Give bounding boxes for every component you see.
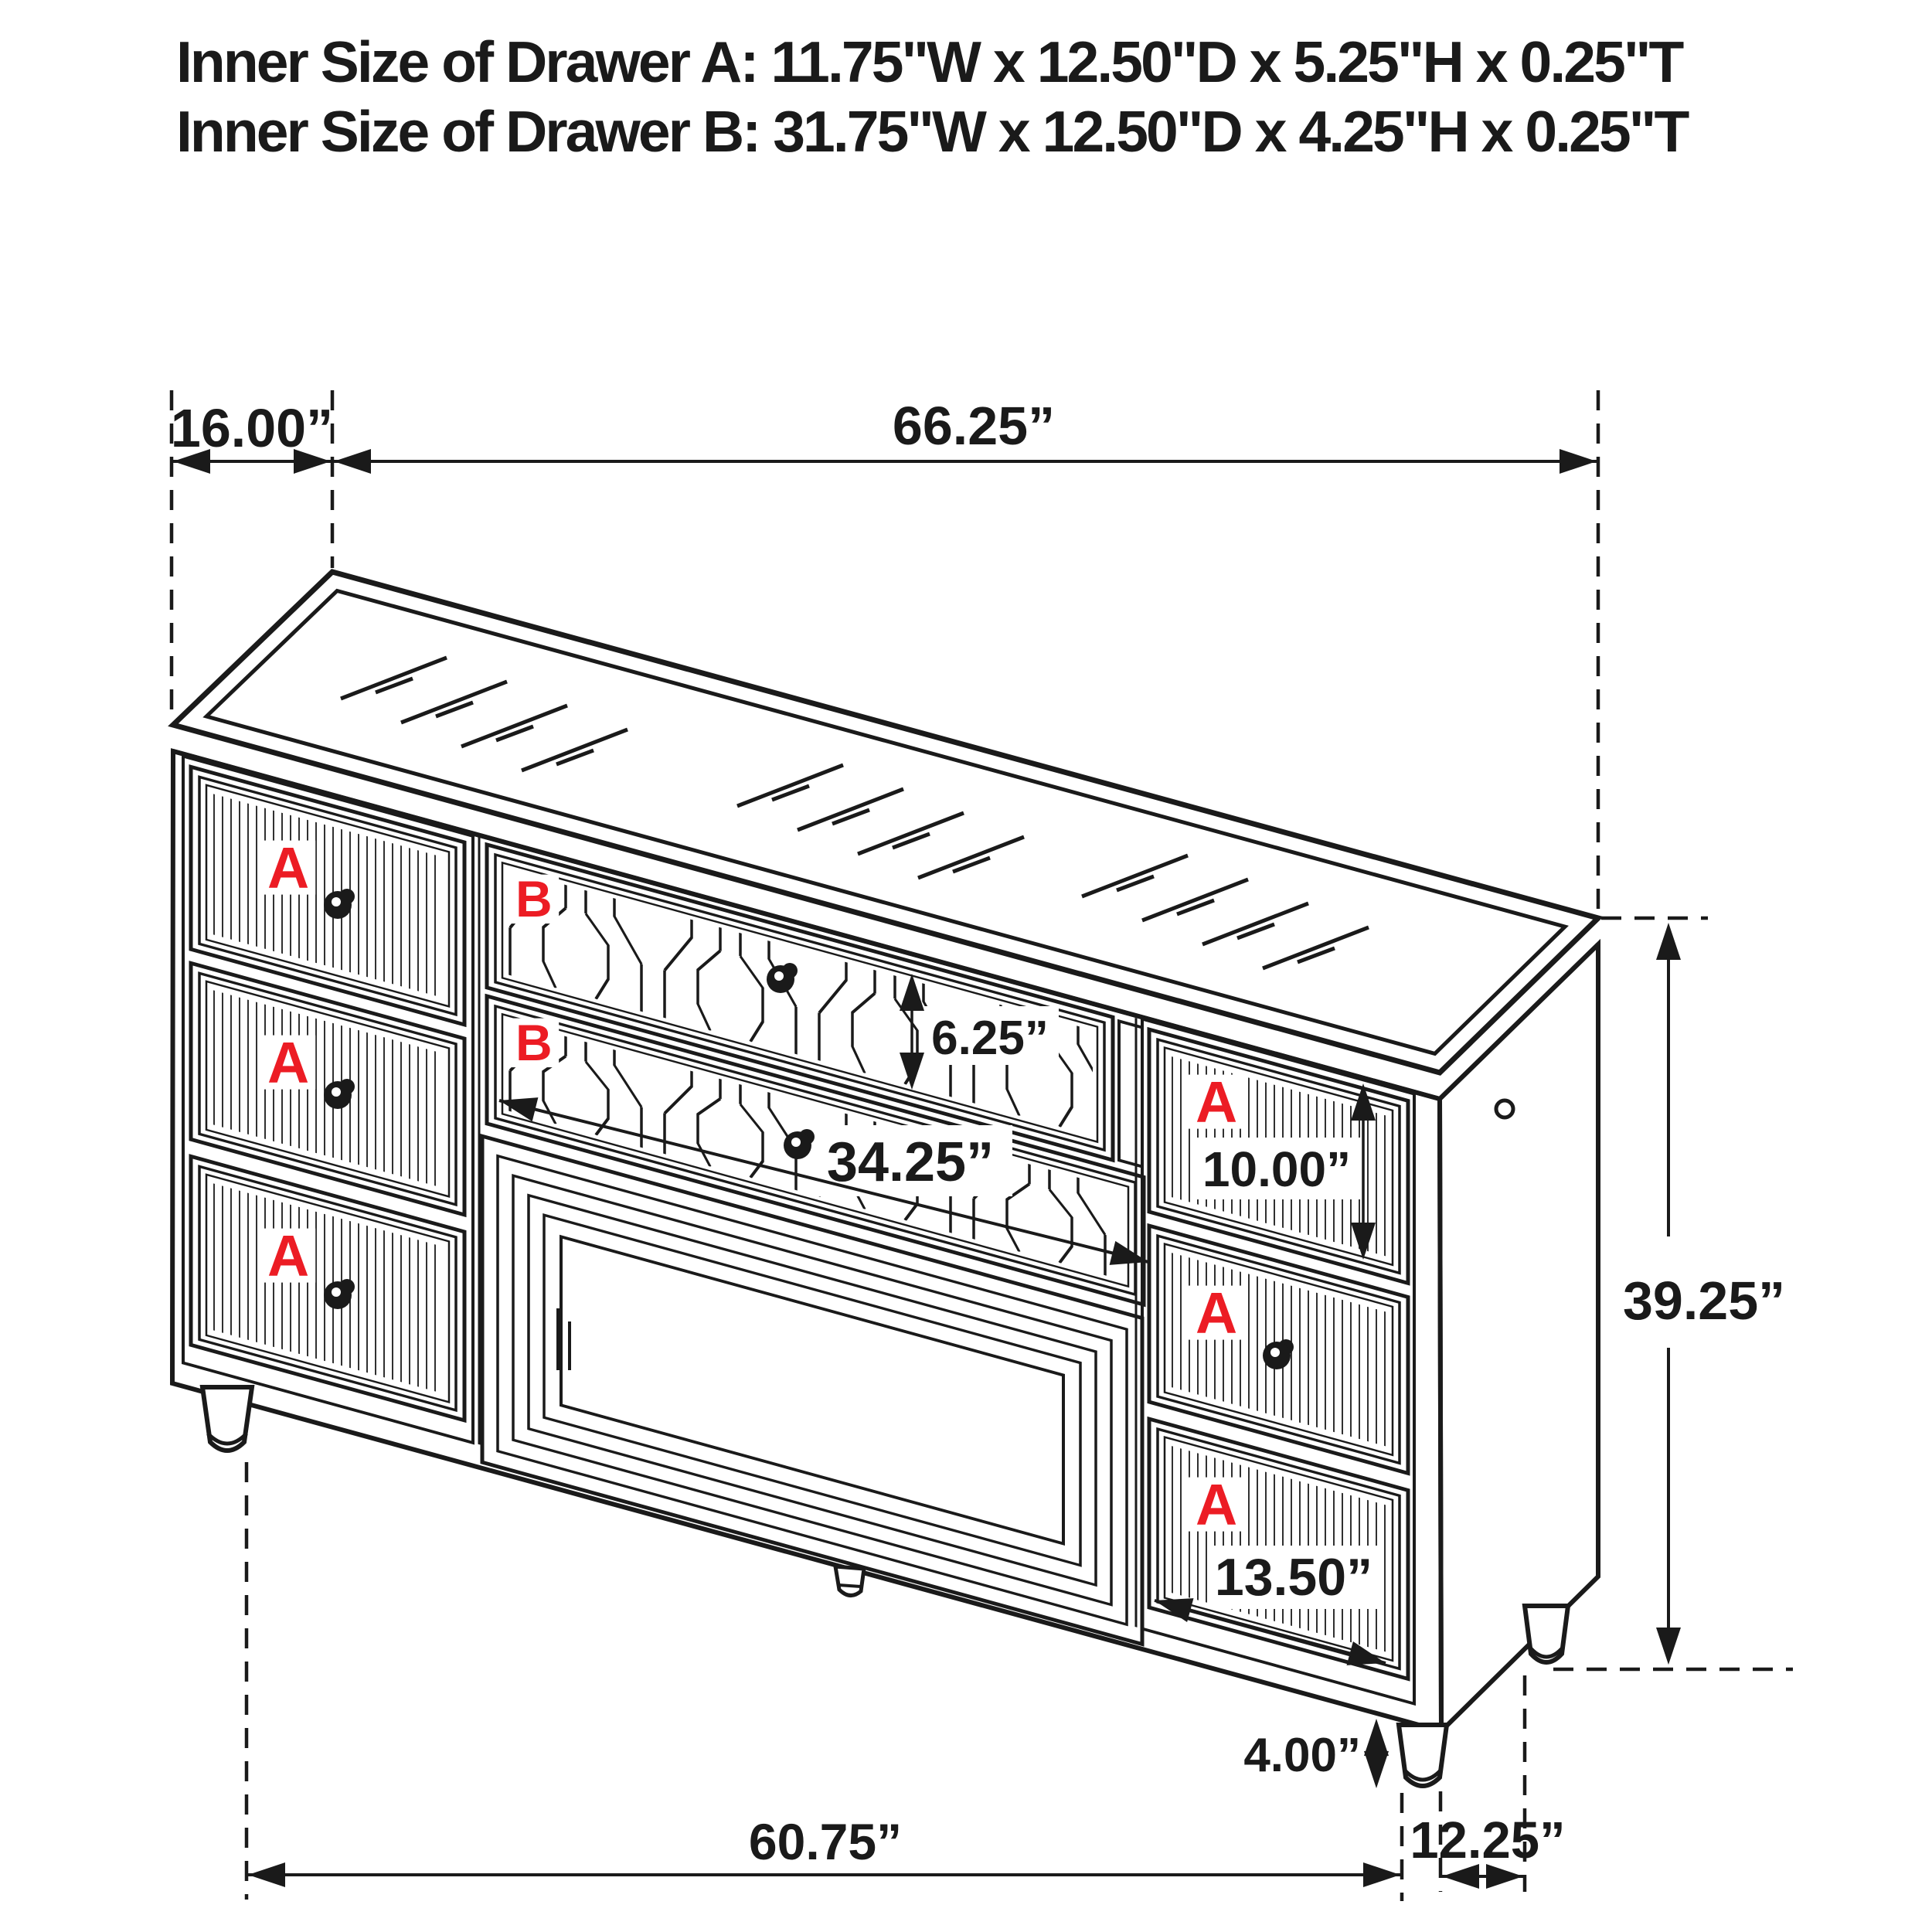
svg-text:34.25”: 34.25” bbox=[827, 1131, 994, 1193]
svg-text:A: A bbox=[267, 835, 309, 900]
svg-text:13.50”: 13.50” bbox=[1215, 1548, 1372, 1607]
svg-text:39.25”: 39.25” bbox=[1623, 1270, 1785, 1331]
svg-text:Inner Size of Drawer A: 11.75": Inner Size of Drawer A: 11.75"W x 12.50"… bbox=[176, 29, 1684, 94]
svg-text:A: A bbox=[1196, 1281, 1237, 1345]
svg-text:66.25”: 66.25” bbox=[893, 396, 1055, 456]
svg-text:4.00”: 4.00” bbox=[1243, 1729, 1361, 1782]
svg-text:B: B bbox=[515, 1014, 553, 1071]
svg-text:6.25”: 6.25” bbox=[931, 1012, 1049, 1065]
svg-text:A: A bbox=[1196, 1472, 1237, 1537]
svg-text:A: A bbox=[1196, 1070, 1237, 1134]
svg-text:Inner Size of Drawer B: 31.75": Inner Size of Drawer B: 31.75"W x 12.50"… bbox=[176, 99, 1689, 164]
svg-text:16.00”: 16.00” bbox=[171, 398, 333, 458]
svg-text:12.25”: 12.25” bbox=[1410, 1811, 1565, 1869]
svg-text:A: A bbox=[267, 1223, 309, 1288]
svg-text:B: B bbox=[515, 870, 553, 927]
svg-text:10.00”: 10.00” bbox=[1202, 1141, 1351, 1197]
svg-text:60.75”: 60.75” bbox=[749, 1813, 902, 1870]
svg-text:A: A bbox=[267, 1030, 309, 1095]
